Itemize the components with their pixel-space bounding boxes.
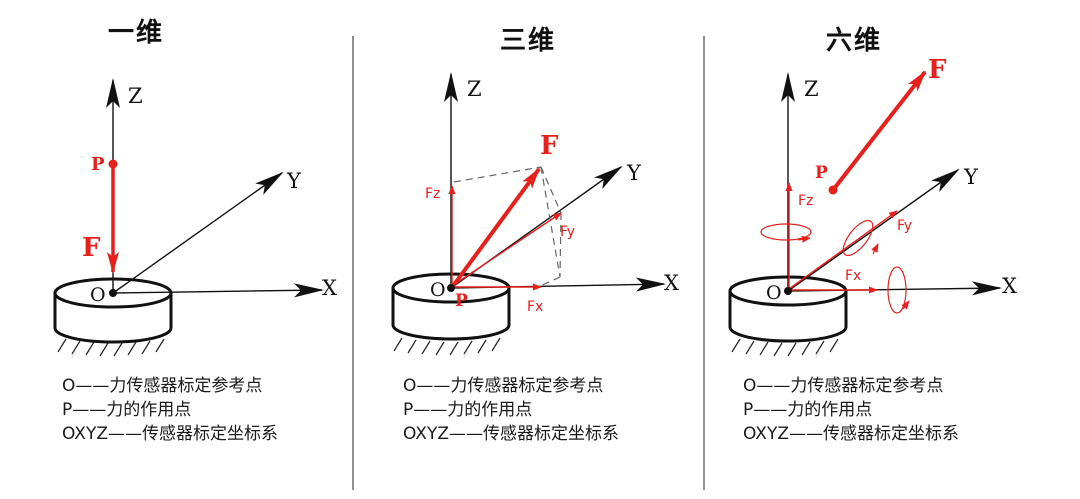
label-f: F <box>540 131 559 161</box>
panel-3d: Z Y X O P F Fz Fy Fx <box>391 72 679 356</box>
dashed-guides <box>453 166 562 288</box>
legend-item-o: O——力传感器标定参考点 <box>743 376 944 396</box>
legend-item-oxyz: OXYZ——传感器标定坐标系 <box>743 424 959 444</box>
axis-y <box>787 168 960 292</box>
point-o <box>784 287 792 295</box>
label-o: O <box>90 284 106 306</box>
point-p <box>108 159 118 169</box>
legend-item-o: O——力传感器标定参考点 <box>62 376 263 396</box>
label-o: O <box>430 279 446 301</box>
label-z: Z <box>128 84 143 108</box>
label-fx: Fx <box>845 268 861 284</box>
label-o: O <box>766 282 782 304</box>
axis-x <box>112 283 324 298</box>
label-p: P <box>455 291 468 311</box>
point-o <box>109 289 117 297</box>
ground-hatch <box>57 338 165 357</box>
legend-item-o: O——力传感器标定参考点 <box>403 376 604 396</box>
force-f <box>451 167 541 288</box>
panel-1d: Z Y X O P F <box>53 78 337 357</box>
force-f <box>831 70 927 192</box>
label-y: Y <box>286 169 302 193</box>
moment-mz <box>760 223 812 243</box>
axis-y <box>112 171 284 294</box>
label-f: F <box>82 233 101 263</box>
legend-item-p: P——力的作用点 <box>403 400 533 420</box>
legend-item-oxyz: OXYZ——传感器标定坐标系 <box>62 424 278 444</box>
label-fy: Fy <box>897 218 912 234</box>
label-p: P <box>815 163 828 183</box>
point-o <box>447 284 455 292</box>
legend-6d: O——力传感器标定参考点 P——力的作用点 OXYZ——传感器标定坐标系 <box>743 374 959 446</box>
label-x: X <box>664 271 679 295</box>
panel-title-3d: 三维 <box>500 26 557 56</box>
legend-item-oxyz: OXYZ——传感器标定坐标系 <box>403 424 619 444</box>
ground-hatch <box>731 338 839 357</box>
moment-my <box>842 219 879 257</box>
label-x: X <box>322 276 337 300</box>
ground-hatch <box>393 337 501 356</box>
label-f: F <box>928 55 947 85</box>
point-p <box>828 185 838 195</box>
label-y: Y <box>626 161 642 185</box>
label-x: X <box>1002 274 1017 298</box>
label-fz: Fz <box>425 186 440 202</box>
panel-title-6d: 六维 <box>826 26 883 56</box>
label-p: P <box>91 154 105 175</box>
legend-1d: O——力传感器标定参考点 P——力的作用点 OXYZ——传感器标定坐标系 <box>62 374 278 446</box>
force-fy <box>451 212 562 287</box>
panel-title-1d: 一维 <box>108 18 165 48</box>
label-fz: Fz <box>798 193 813 209</box>
label-z: Z <box>804 77 819 101</box>
label-z: Z <box>467 77 482 101</box>
moment-mx <box>887 266 910 314</box>
label-fx: Fx <box>527 299 543 315</box>
label-y: Y <box>963 165 979 189</box>
legend-3d: O——力传感器标定参考点 P——力的作用点 OXYZ——传感器标定坐标系 <box>403 374 619 446</box>
panel-6d: Z Y X O P F Fz Fy Fx <box>728 55 1017 357</box>
label-fy: Fy <box>560 224 575 240</box>
legend-item-p: P——力的作用点 <box>62 400 192 420</box>
legend-item-p: P——力的作用点 <box>743 400 873 420</box>
